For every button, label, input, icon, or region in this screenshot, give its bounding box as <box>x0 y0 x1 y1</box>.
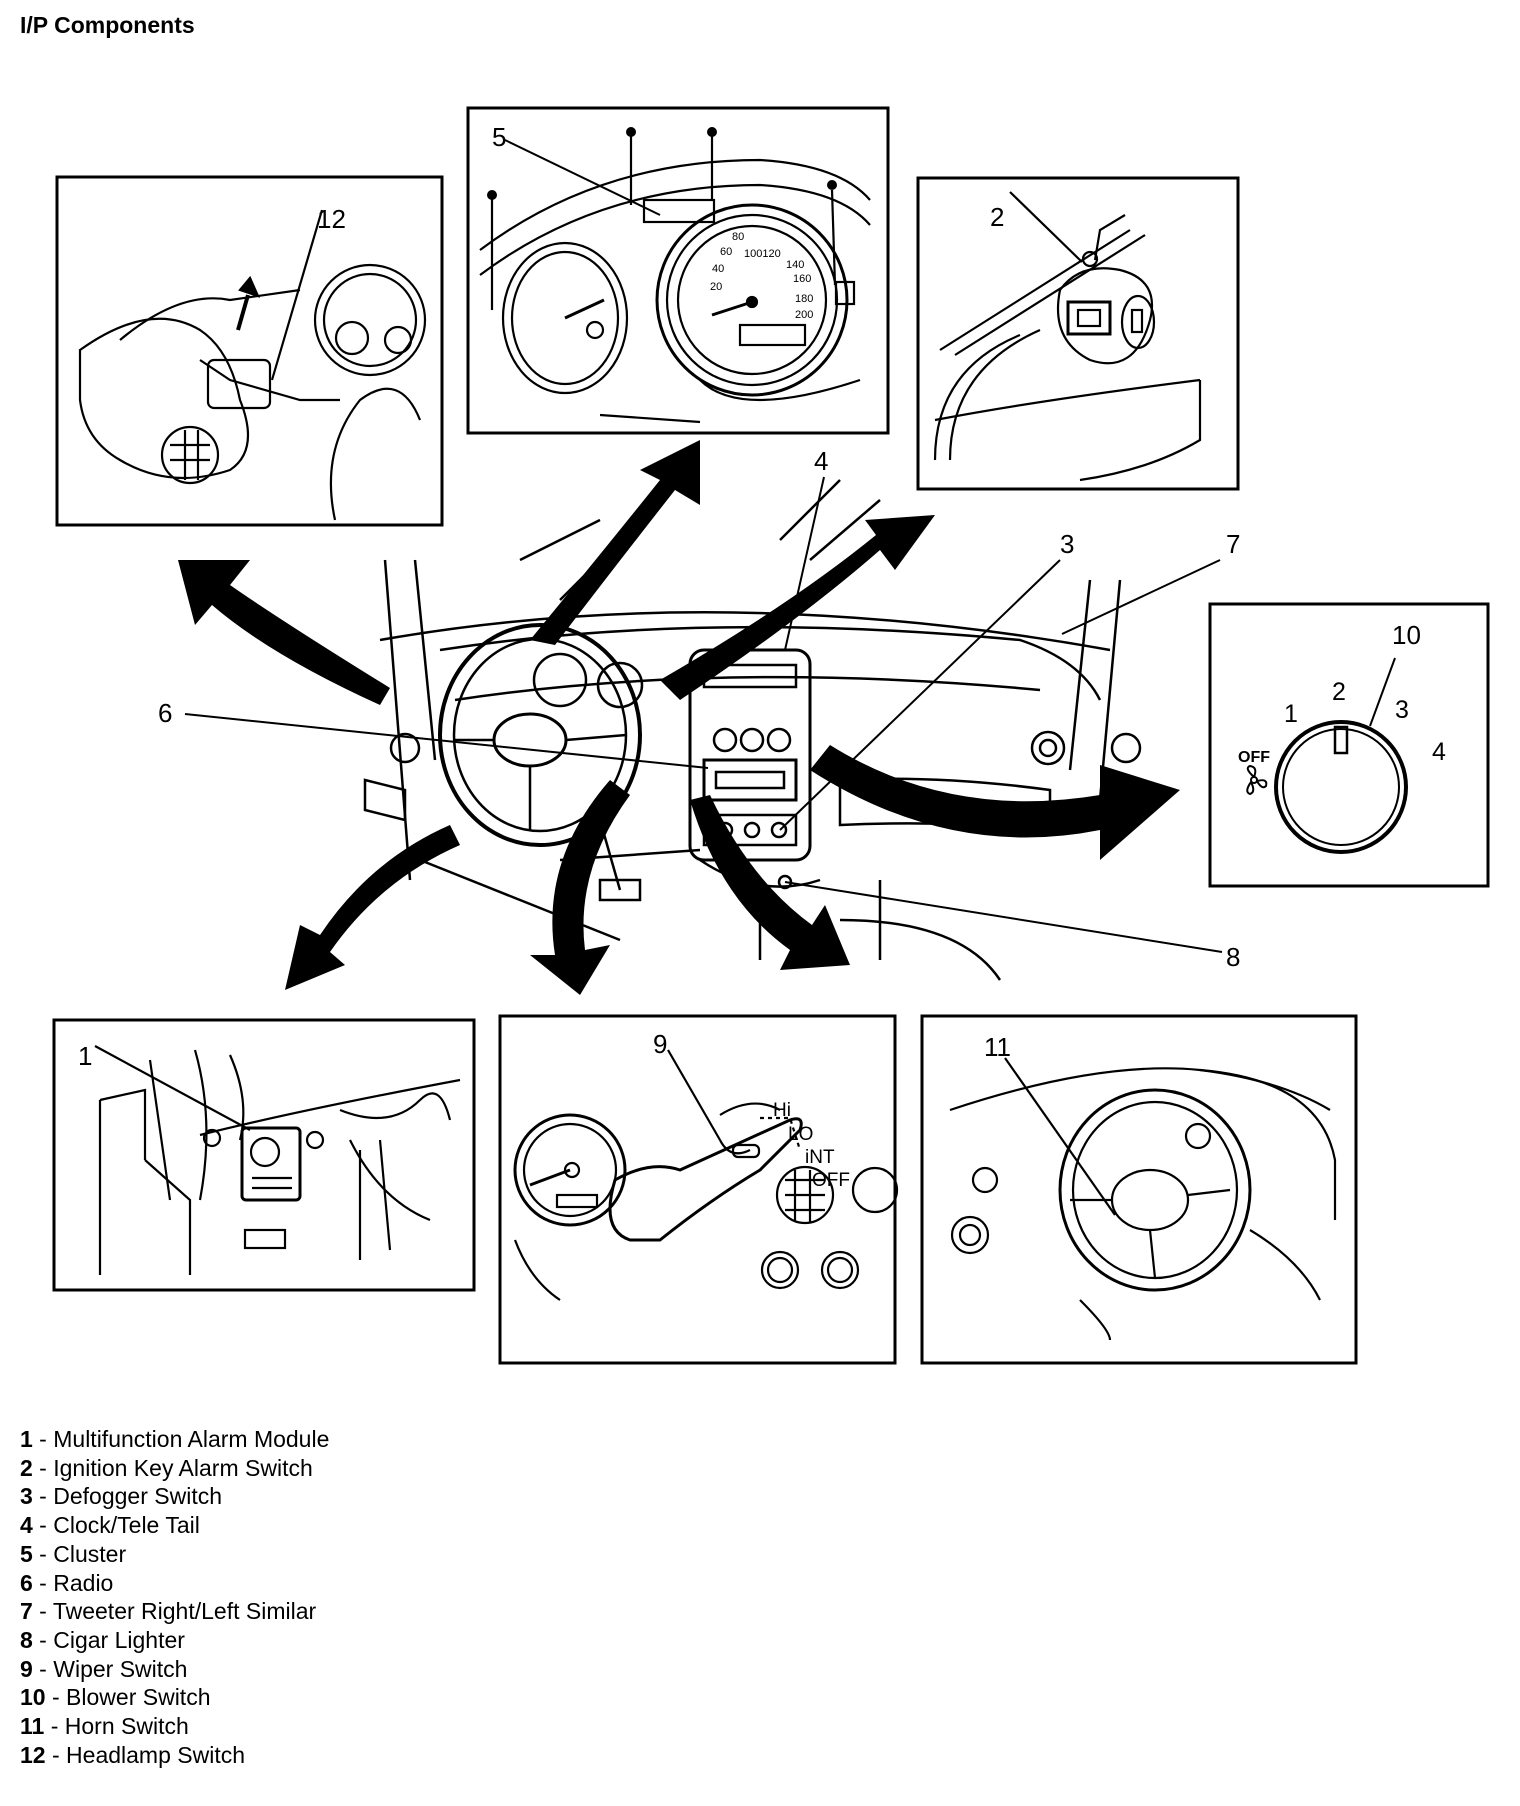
fan-icon <box>1246 764 1268 796</box>
legend-label: Cigar Lighter <box>53 1626 185 1653</box>
arrow-to-panel-10 <box>810 745 1180 860</box>
panel-horn-switch: 11 <box>920 1014 1358 1365</box>
callout-leaders <box>184 476 1223 953</box>
legend-number: 8 <box>20 1626 33 1653</box>
legend-number: 7 <box>20 1598 33 1625</box>
callout-3: 3 <box>1060 529 1074 559</box>
callout-2: 2 <box>990 202 1004 232</box>
legend-number: 12 <box>20 1741 46 1768</box>
svg-text:160: 160 <box>793 273 811 285</box>
arrow-to-panel-2 <box>660 515 935 700</box>
callout-5: 5 <box>492 122 506 152</box>
legend-item: 10 - Blower Switch <box>20 1684 211 1711</box>
pointer-arrows <box>178 440 1180 995</box>
arrow-to-panel-12 <box>178 560 390 705</box>
blower-off-label: OFF <box>1238 749 1270 766</box>
arrow-to-panel-1 <box>285 825 460 990</box>
arrow-to-panel-8 <box>690 795 850 970</box>
wiper-lo-label: LO <box>788 1124 813 1145</box>
legend-label: Ignition Key Alarm Switch <box>53 1454 313 1481</box>
legend-item: 3 - Defogger Switch <box>20 1483 222 1510</box>
legend-label: Clock/Tele Tail <box>53 1512 200 1539</box>
panel-wiper-switch: Hi LO iNT OFF 9 <box>498 1014 899 1365</box>
blower-knob <box>1274 720 1408 854</box>
legend-number: 1 <box>20 1426 33 1452</box>
blower-pos-4: 4 <box>1432 738 1446 766</box>
callout-7: 7 <box>1226 529 1240 559</box>
wiper-hi-label: Hi <box>773 1100 791 1121</box>
legend-number: 11 <box>20 1713 45 1740</box>
legend-item: 11 - Horn Switch <box>20 1713 189 1740</box>
legend-item: 7 - Tweeter Right/Left Similar <box>20 1598 317 1625</box>
svg-text:40: 40 <box>712 263 724 275</box>
callout-4: 4 <box>814 446 828 476</box>
callout-10: 10 <box>1392 620 1421 650</box>
arrow-to-panel-9 <box>530 780 630 995</box>
legend-label: Radio <box>53 1569 114 1596</box>
blower-pos-2: 2 <box>1332 678 1346 706</box>
blower-pos-3: 3 <box>1395 696 1409 724</box>
legend-item: 4 - Clock/Tele Tail <box>20 1512 200 1539</box>
legend-label: Defogger Switch <box>53 1483 222 1510</box>
legend-item: 8 - Cigar Lighter <box>20 1626 185 1653</box>
callout-12: 12 <box>317 204 346 234</box>
legend-item: 6 - Radio <box>20 1569 114 1596</box>
legend-item: 9 - Wiper Switch <box>20 1655 188 1682</box>
legend-label: Multifunction Alarm Module <box>53 1426 330 1452</box>
svg-text:60: 60 <box>720 246 732 258</box>
legend-number: 2 <box>20 1454 33 1481</box>
legend-label: Cluster <box>53 1540 127 1567</box>
arrow-to-panel-5 <box>530 440 700 645</box>
panel-ignition-key-alarm-switch: 2 <box>916 176 1240 491</box>
wiper-int-label: iNT <box>805 1147 835 1168</box>
callout-1: 1 <box>78 1041 92 1071</box>
panel-blower-switch: 1 2 3 4 OFF 10 <box>1208 602 1490 888</box>
svg-text:100120: 100120 <box>744 248 781 260</box>
callout-9: 9 <box>653 1029 667 1059</box>
legend-label: Wiper Switch <box>53 1655 188 1682</box>
svg-text:20: 20 <box>710 281 722 293</box>
wiper-off-label: OFF <box>812 1170 850 1191</box>
svg-text:140: 140 <box>786 259 804 271</box>
panel-headlamp-switch: 12 <box>55 175 444 527</box>
legend-item: 1 - Multifunction Alarm Module <box>20 1426 330 1452</box>
legend-number: 6 <box>20 1569 33 1596</box>
legend-number: 3 <box>20 1483 33 1510</box>
legend-item: 12 - Headlamp Switch <box>20 1741 246 1768</box>
svg-text:180: 180 <box>795 293 813 305</box>
legend-label: Headlamp Switch <box>66 1741 246 1768</box>
svg-text:200: 200 <box>795 309 813 321</box>
legend-item: 5 - Cluster <box>20 1540 127 1567</box>
blower-pos-1: 1 <box>1284 700 1298 728</box>
legend-label: Horn Switch <box>64 1713 189 1740</box>
legend-number: 9 <box>20 1655 33 1682</box>
page-title: I/P Components <box>20 12 195 38</box>
ip-components-diagram: 4 3 7 6 8 12 <box>52 106 1490 1365</box>
svg-text:80: 80 <box>732 231 744 243</box>
legend-number: 4 <box>20 1512 33 1539</box>
callout-8: 8 <box>1226 942 1240 972</box>
callout-11: 11 <box>984 1032 1011 1062</box>
legend-label: Tweeter Right/Left Similar <box>52 1598 317 1625</box>
panel-multifunction-alarm-module: 1 <box>52 1018 476 1292</box>
legend-item: 2 - Ignition Key Alarm Switch <box>20 1454 313 1481</box>
legend-number: 10 <box>20 1684 46 1711</box>
callout-6: 6 <box>158 698 172 728</box>
legend-number: 5 <box>20 1540 33 1567</box>
legend-label: Blower Switch <box>66 1684 211 1711</box>
